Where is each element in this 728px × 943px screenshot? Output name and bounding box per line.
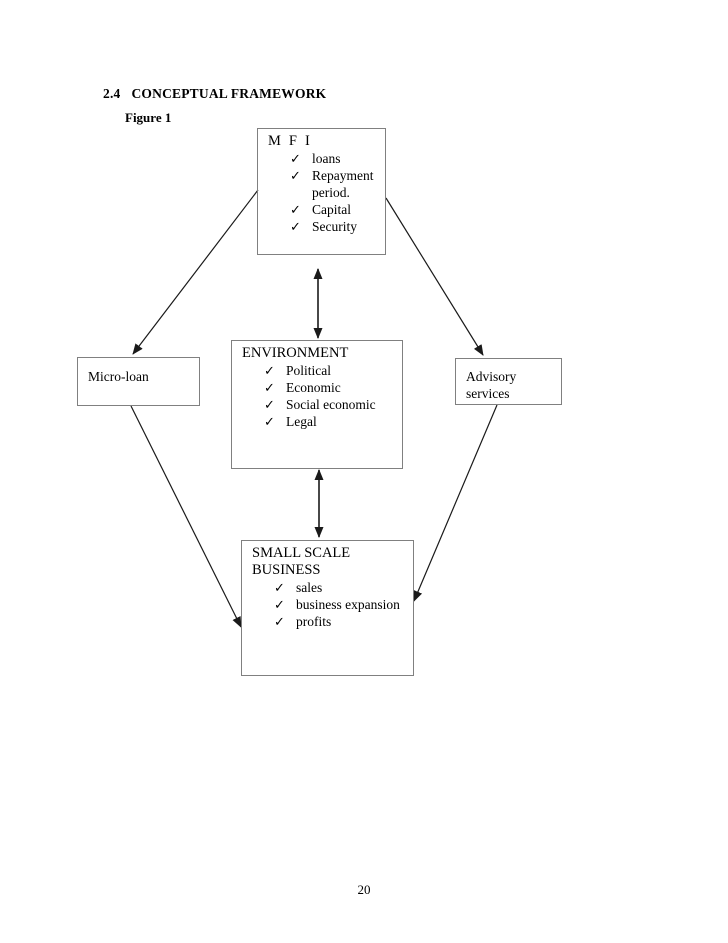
check-icon: ✓ — [274, 597, 285, 612]
list-item-label: Repayment period. — [312, 168, 374, 200]
list-item-label: business expansion — [296, 597, 400, 612]
check-icon: ✓ — [264, 380, 275, 395]
list-item: ✓ Legal — [264, 413, 396, 430]
check-icon: ✓ — [274, 580, 285, 595]
list-item-label: Security — [312, 219, 357, 234]
list-item-label: Political — [286, 363, 331, 378]
list-item: ✓ Economic — [264, 379, 396, 396]
section-title: CONCEPTUAL FRAMEWORK — [131, 86, 327, 101]
arrow-microloan-to-business — [130, 405, 242, 628]
check-icon: ✓ — [264, 363, 275, 378]
list-item-label: sales — [296, 580, 323, 595]
list-item-label: Economic — [286, 380, 341, 395]
list-item: ✓ sales — [274, 579, 407, 596]
check-icon: ✓ — [274, 614, 285, 629]
check-icon: ✓ — [264, 397, 275, 412]
arrow-mfi-to-microloan — [132, 189, 259, 355]
node-business-title: SMALL SCALE BUSINESS — [252, 545, 351, 578]
list-item-label: Capital — [312, 202, 351, 217]
arrow-mfi-to-advisory — [385, 197, 484, 356]
list-item-label: Legal — [286, 414, 317, 429]
node-environment: ENVIRONMENT ✓ Political ✓ Economic ✓ Social… — [231, 340, 403, 469]
check-icon: ✓ — [290, 219, 301, 234]
list-item: ✓ profits — [274, 613, 407, 630]
check-icon: ✓ — [264, 414, 275, 429]
list-item-label: profits — [296, 614, 332, 629]
node-mfi-list: ✓ loans ✓ Repayment period. ✓ Capital ✓ Secu… — [268, 150, 379, 235]
arrow-advisory-to-business — [413, 404, 498, 602]
section-heading: 2.4 CONCEPTUAL FRAMEWORK — [103, 86, 326, 102]
node-advisory-services-title: Advisory services — [466, 369, 517, 401]
list-item: ✓ Political — [264, 362, 396, 379]
section-number: 2.4 — [103, 86, 121, 101]
node-environment-title: ENVIRONMENT — [242, 345, 349, 361]
check-icon: ✓ — [290, 202, 301, 217]
node-mfi: M F I ✓ loans ✓ Repayment period. ✓ Capital… — [257, 128, 386, 255]
figure-label: Figure 1 — [125, 110, 172, 125]
list-item-label: Social economic — [286, 397, 376, 412]
check-icon: ✓ — [290, 151, 301, 166]
node-micro-loan-title: Micro-loan — [88, 369, 149, 384]
list-item: ✓ Repayment period. — [290, 167, 379, 201]
list-item: ✓ Capital — [290, 201, 379, 218]
node-mfi-title: M F I — [268, 133, 313, 149]
node-environment-list: ✓ Political ✓ Economic ✓ Social economic ✓ L… — [242, 362, 396, 430]
check-icon: ✓ — [290, 168, 301, 183]
node-micro-loan: Micro-loan — [77, 357, 200, 406]
list-item: ✓ Social economic — [264, 396, 396, 413]
page-number: 20 — [357, 882, 371, 897]
list-item: ✓ business expansion — [274, 596, 407, 613]
node-small-scale-business: SMALL SCALE BUSINESS ✓ sales ✓ business ex… — [241, 540, 414, 676]
list-item: ✓ loans — [290, 150, 379, 167]
list-item: ✓ Security — [290, 218, 379, 235]
node-advisory-services: Advisory services — [455, 358, 562, 405]
list-item-label: loans — [312, 151, 341, 166]
node-business-list: ✓ sales ✓ business expansion ✓ profits — [252, 579, 407, 630]
